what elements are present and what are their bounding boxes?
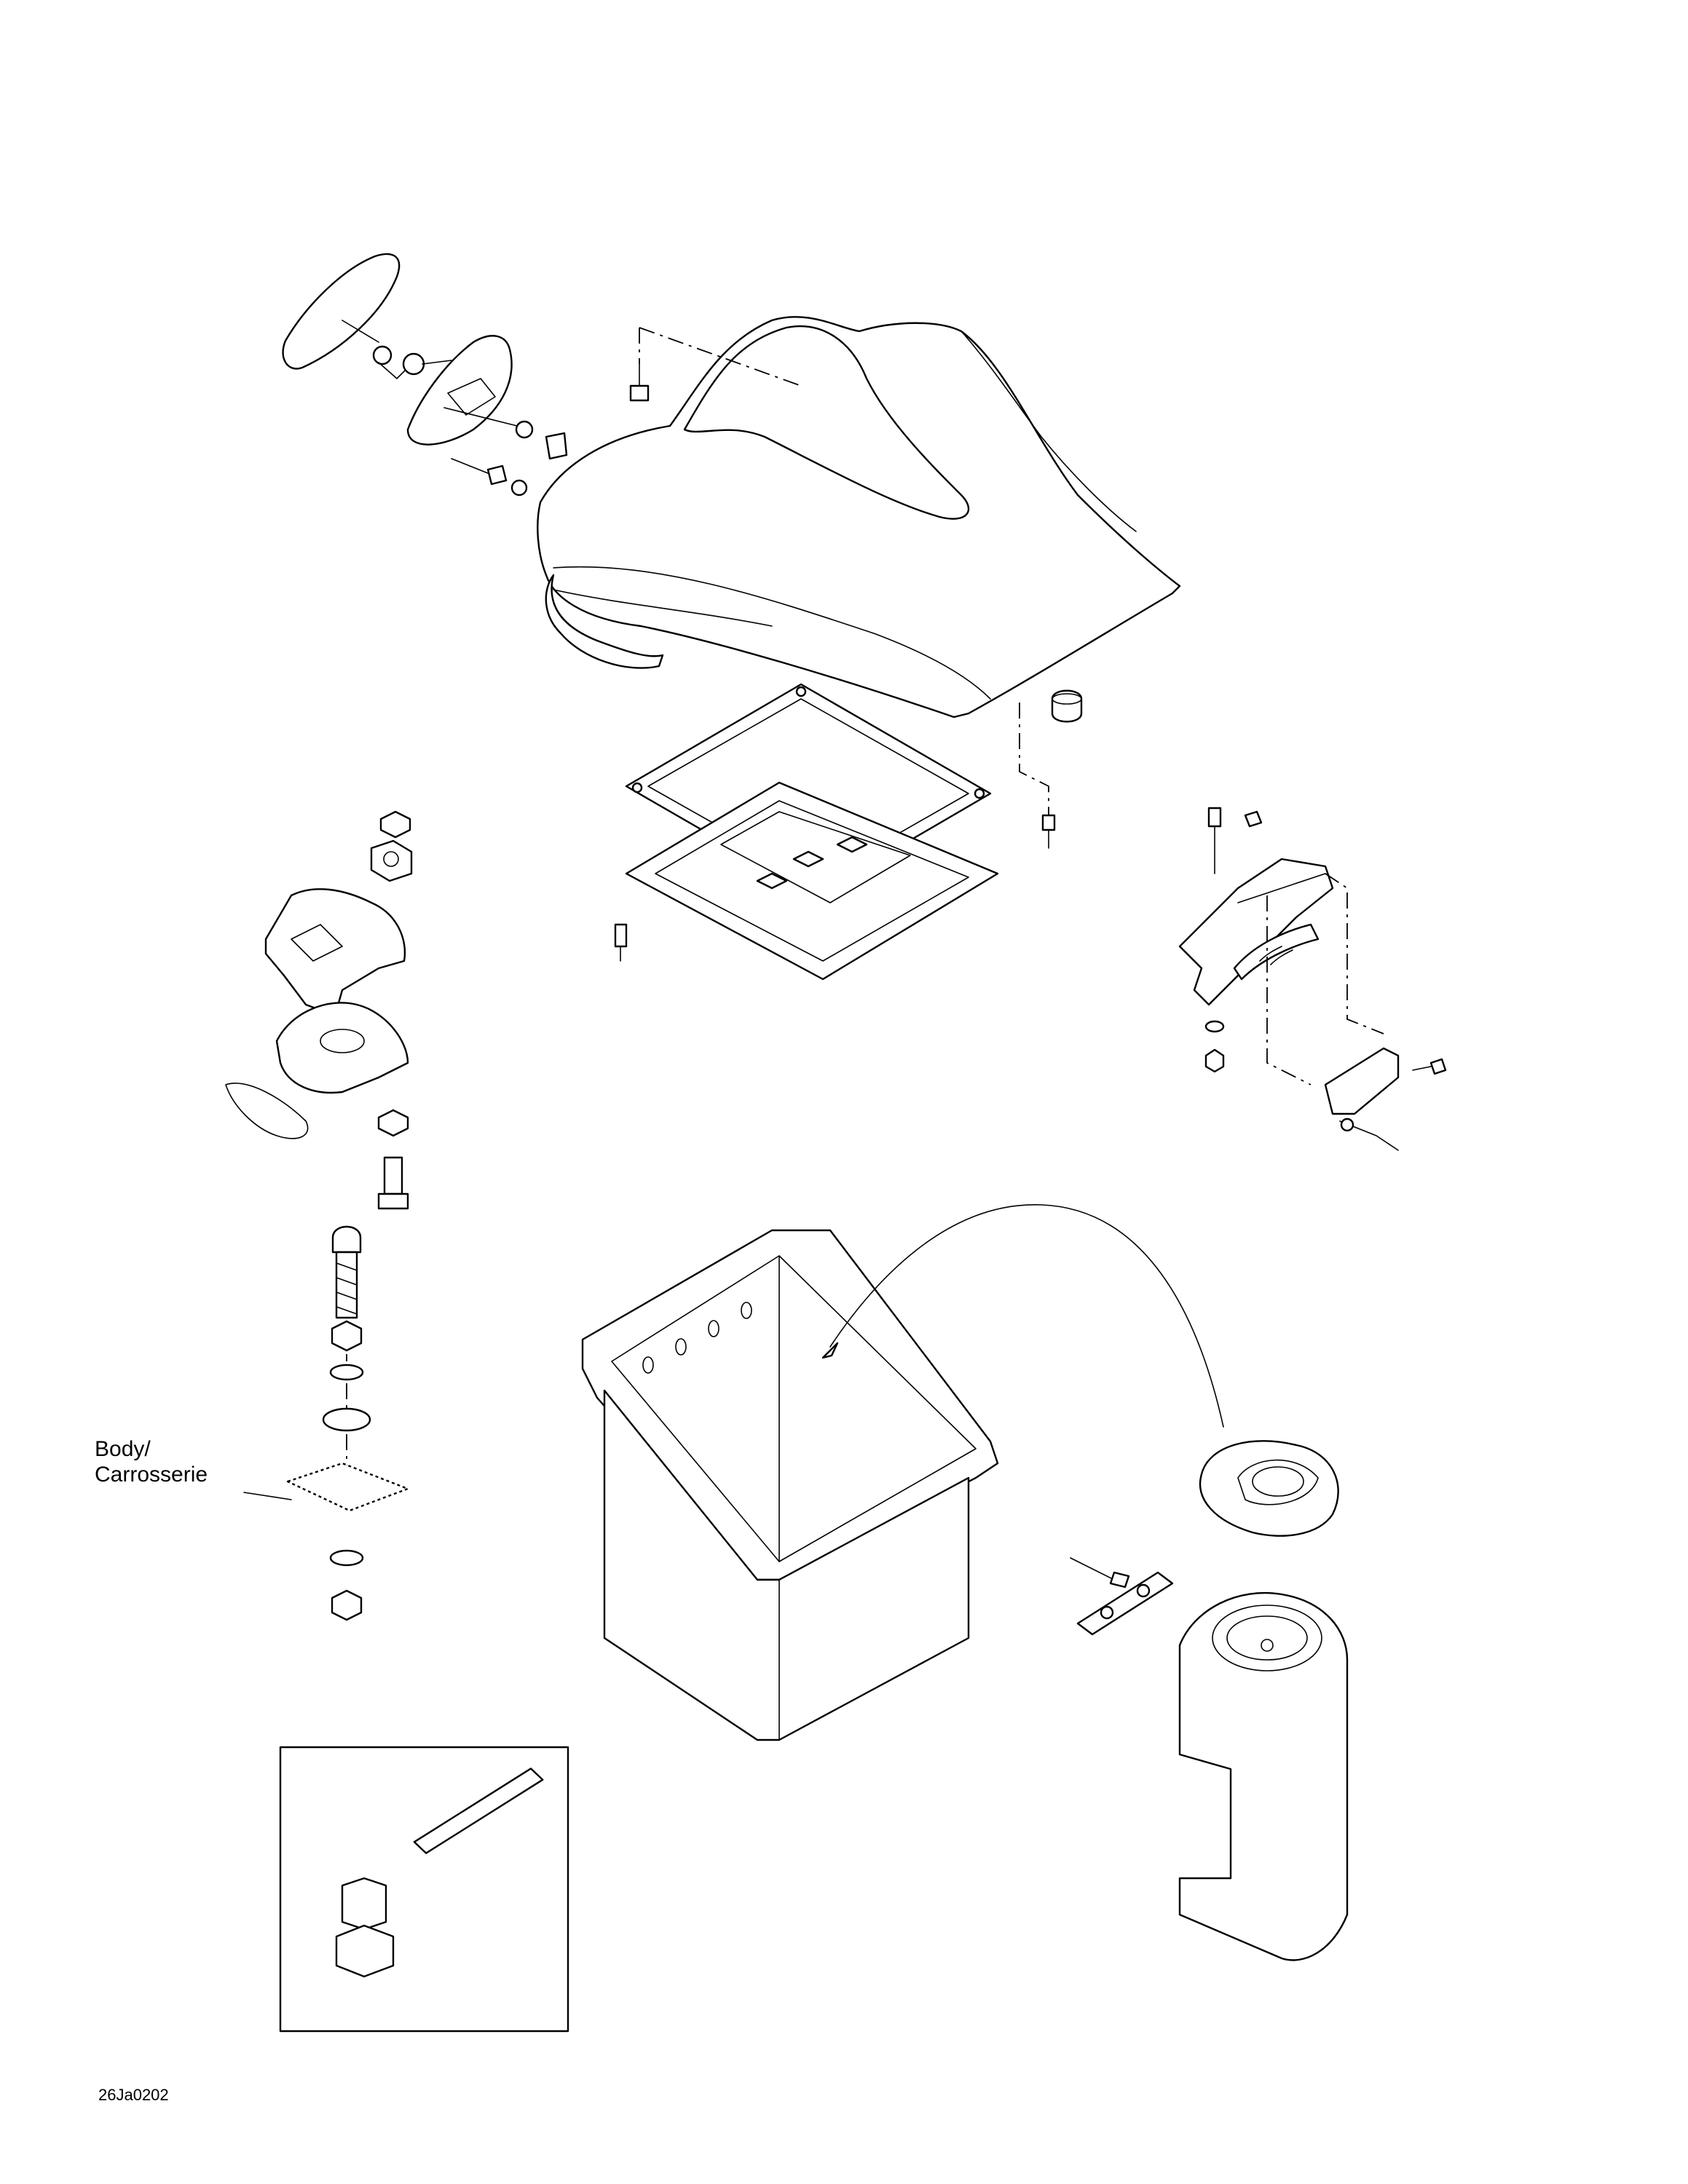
figure-code: 26Ja0202 (98, 2086, 169, 2104)
cup-holder-cap (1199, 1440, 1339, 1537)
seat-bolt (629, 327, 802, 402)
cap-leader-line (829, 1204, 1224, 1428)
hinge-assembly (1178, 807, 1447, 1151)
body-label-line2: Carrosserie (95, 1463, 208, 1487)
seat-base-plate (625, 781, 999, 981)
seat (537, 316, 1181, 719)
rubber-bumper (1051, 689, 1083, 723)
rivet-bracket (1070, 1557, 1174, 1636)
mirror-assembly (282, 253, 534, 446)
body-label-line1: Body/ (95, 1437, 151, 1461)
mirror-fasteners (451, 432, 568, 496)
cup-holder-body (1178, 1591, 1349, 1961)
body-leader-line (243, 1492, 292, 1500)
plate-screw (614, 923, 628, 962)
latch-stack (225, 810, 413, 1210)
tool-inset-box (279, 1746, 569, 2033)
bumper-screw (1019, 703, 1056, 849)
cap-leader-arrow (821, 1342, 839, 1359)
storage-bin (581, 1229, 999, 1741)
striker-post (286, 1225, 409, 1621)
